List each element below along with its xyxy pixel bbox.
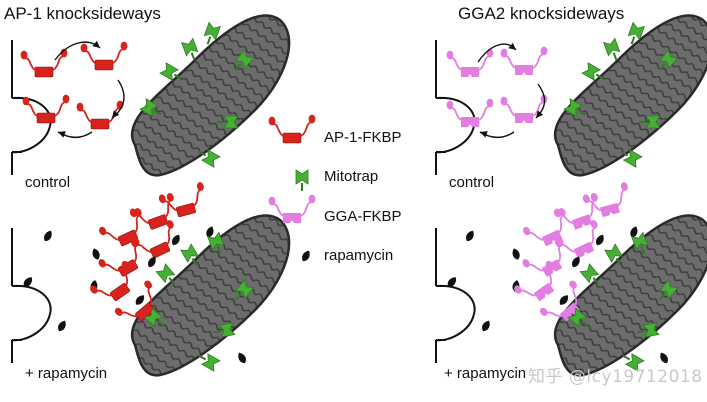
ap1-fkbp-icon xyxy=(129,193,174,230)
ap1-fkbp-icon xyxy=(22,94,70,124)
mitotrap-icon xyxy=(180,243,199,266)
mitochondrion xyxy=(130,14,291,177)
ap1-fkbp-icon xyxy=(158,182,204,218)
gga2-control-label: control xyxy=(449,174,495,191)
gga-fkbp-icon xyxy=(539,280,581,322)
rapamycin-icon xyxy=(206,226,214,238)
mitotrap-icon xyxy=(620,149,643,168)
mitochondrion xyxy=(553,214,707,377)
mitotrap-icon xyxy=(622,353,645,372)
gga-fkbp-icon xyxy=(268,194,316,223)
ap1-fkbp-icon xyxy=(131,220,174,259)
mitotrap-icon xyxy=(159,62,182,81)
ap1-fkbp-icon xyxy=(90,260,130,301)
ap1-fkbp-icon xyxy=(99,208,142,247)
golgi-membrane xyxy=(435,228,476,363)
mitotrap-icon xyxy=(234,49,255,71)
gga2-rapamycin-label: + rapamycin xyxy=(444,365,527,382)
legend-label-mitotrap: Mitotrap xyxy=(324,168,379,185)
ap1-fkbp-icon xyxy=(268,114,316,144)
ap1-fkbp-icon xyxy=(76,100,124,130)
gga2-panel-title: GGA2 knocksideways xyxy=(458,4,625,23)
rapamycin-icon xyxy=(92,248,100,260)
rapamycin-icon xyxy=(512,248,520,260)
mitotrap-icon xyxy=(295,169,309,191)
gga-fkbp-icon xyxy=(500,46,548,75)
rapamycin-icon xyxy=(135,295,145,305)
watermark: 知乎 @lcy19712018 xyxy=(528,367,703,387)
legend-label-ap1-fkbp: AP-1-FKBP xyxy=(324,129,402,146)
mitotrap-icon xyxy=(155,263,176,285)
legend-label-gga-fkbp: GGA-FKBP xyxy=(324,208,402,225)
mitotrap-icon xyxy=(579,263,600,285)
rapamycin-icon xyxy=(572,256,580,268)
mitotrap-icon xyxy=(213,322,236,338)
mitochondrion xyxy=(130,214,291,377)
golgi-membrane xyxy=(11,40,52,175)
rapamycin-icon xyxy=(148,256,156,268)
rapamycin-icon xyxy=(44,230,52,242)
ap1-fkbp-icon xyxy=(20,48,68,78)
ap1-fkbp-icon xyxy=(80,41,128,71)
rapamycin-icon xyxy=(172,234,180,246)
mitotrap-icon xyxy=(203,21,222,45)
rapamycin-icon xyxy=(630,226,638,238)
arrow-head xyxy=(112,110,120,118)
arrow-head xyxy=(536,110,544,118)
rapamycin-icon xyxy=(559,295,569,305)
rapamycin-icon xyxy=(238,352,246,364)
gga-fkbp-icon xyxy=(523,208,566,247)
rapamycin-icon xyxy=(23,277,33,287)
mitotrap-icon xyxy=(198,149,221,168)
ap1-rapamycin-label: + rapamycin xyxy=(25,365,108,382)
mitotrap-icon xyxy=(581,62,604,81)
ap1-control-label: control xyxy=(25,174,71,191)
mitotrap-icon xyxy=(602,37,621,61)
rapamycin-icon xyxy=(447,277,457,287)
mitotrap-icon xyxy=(604,243,623,266)
mitotrap-icon xyxy=(658,279,679,301)
gga-fkbp-icon xyxy=(514,260,555,302)
rapamycin-icon xyxy=(466,230,474,242)
arrow-head xyxy=(58,131,66,138)
gga-fkbp-icon xyxy=(553,193,598,230)
ap1-fkbp-icon xyxy=(114,280,155,322)
rapamycin-icon xyxy=(482,320,490,332)
arrow-head xyxy=(508,42,516,50)
mitotrap-icon xyxy=(639,115,661,129)
gga-fkbp-icon xyxy=(582,182,628,218)
rapamycin-icon xyxy=(596,234,604,246)
gga-fkbp-icon xyxy=(500,94,548,123)
mitotrap-icon xyxy=(234,279,255,301)
rapamycin-icon xyxy=(58,320,66,332)
mitotrap-icon xyxy=(637,322,660,338)
mitotrap-icon xyxy=(143,307,165,328)
mitotrap-icon xyxy=(658,49,679,71)
mitotrap-icon xyxy=(217,115,239,129)
mitotrap-icon xyxy=(627,21,646,45)
mitotrap-icon xyxy=(206,231,225,255)
arrow-head xyxy=(92,40,100,48)
legend-label-rapamycin: rapamycin xyxy=(324,247,394,264)
mitotrap-icon xyxy=(139,98,162,117)
rapamycin-icon xyxy=(302,250,310,262)
arrow-head xyxy=(480,131,488,138)
mitotrap-icon xyxy=(198,353,221,372)
ap1-panel-title: AP-1 knocksideways xyxy=(4,4,161,23)
rapamycin-icon xyxy=(660,352,668,364)
mitotrap-icon xyxy=(630,231,649,255)
gga-fkbp-icon xyxy=(446,98,494,127)
mitotrap-icon xyxy=(563,98,586,117)
gga-fkbp-icon xyxy=(555,220,598,259)
mitotrap-icon xyxy=(567,307,589,328)
golgi-membrane xyxy=(11,228,52,363)
mitotrap-icon xyxy=(180,37,199,61)
